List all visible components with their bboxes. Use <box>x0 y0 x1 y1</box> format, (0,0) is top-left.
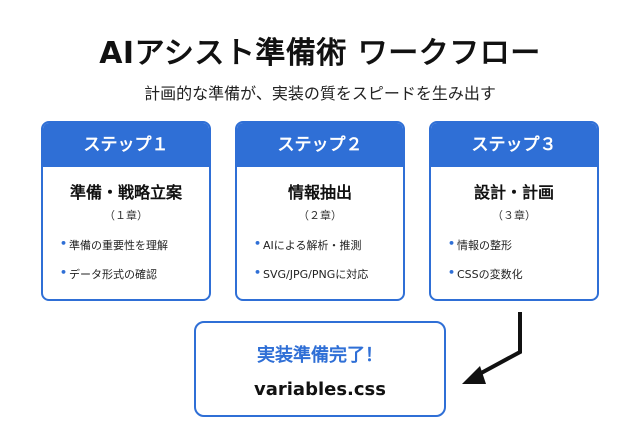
bullet-dot-icon: • <box>254 266 262 279</box>
step-item: •SVG/JPG/PNGに対応 <box>254 266 403 282</box>
step-item: •AIによる解析・推測 <box>254 237 403 253</box>
result-heading: 実装準備完了！ <box>257 345 383 366</box>
step-chapter: （１章） <box>104 209 148 222</box>
step-item-text: SVG/JPG/PNGに対応 <box>263 268 369 281</box>
step-item-list: •情報の整形 •CSSの変数化 <box>431 237 597 282</box>
result-filename: variables.css <box>254 379 386 400</box>
step-item: •情報の整形 <box>448 237 597 253</box>
arrow-down-left-icon <box>462 312 522 384</box>
step-item: •CSSの変数化 <box>448 266 597 282</box>
arrow-head <box>462 366 486 384</box>
step-label: ステップ３ <box>431 123 597 167</box>
step-card-2: ステップ２ 情報抽出 （２章） •AIによる解析・推測 •SVG/JPG/PNG… <box>235 121 405 301</box>
arrow-shaft <box>471 312 522 380</box>
step-card-1: ステップ１ 準備・戦略立案 （１章） •準備の重要性を理解 •データ形式の確認 <box>41 121 211 301</box>
step-item-list: •AIによる解析・推測 •SVG/JPG/PNGに対応 <box>237 237 403 282</box>
step-chapter: （２章） <box>298 209 342 222</box>
step-label: ステップ２ <box>237 123 403 167</box>
step-item-text: 情報の整形 <box>457 239 512 252</box>
step-chapter: （３章） <box>492 209 536 222</box>
page-title: AIアシスト準備術 ワークフロー <box>99 36 541 71</box>
bullet-dot-icon: • <box>60 266 68 279</box>
step-heading: 設計・計画 <box>473 183 554 202</box>
step-item-text: データ形式の確認 <box>69 268 157 281</box>
step-label: ステップ１ <box>43 123 209 167</box>
step-heading: 情報抽出 <box>287 183 352 202</box>
bullet-dot-icon: • <box>448 237 456 250</box>
step-item-text: AIによる解析・推測 <box>263 239 362 252</box>
step-item: •データ形式の確認 <box>60 266 209 282</box>
result-box: 実装準備完了！ variables.css <box>194 321 446 417</box>
step-heading: 準備・戦略立案 <box>69 183 182 202</box>
step-item: •準備の重要性を理解 <box>60 237 209 253</box>
step-item-text: 準備の重要性を理解 <box>69 239 168 252</box>
bullet-dot-icon: • <box>60 237 68 250</box>
step-item-list: •準備の重要性を理解 •データ形式の確認 <box>43 237 209 282</box>
bullet-dot-icon: • <box>254 237 262 250</box>
page-subtitle: 計画的な準備が、実装の質をスピードを生み出す <box>144 84 496 103</box>
bullet-dot-icon: • <box>448 266 456 279</box>
step-item-text: CSSの変数化 <box>457 268 523 281</box>
step-card-3: ステップ３ 設計・計画 （３章） •情報の整形 •CSSの変数化 <box>429 121 599 301</box>
